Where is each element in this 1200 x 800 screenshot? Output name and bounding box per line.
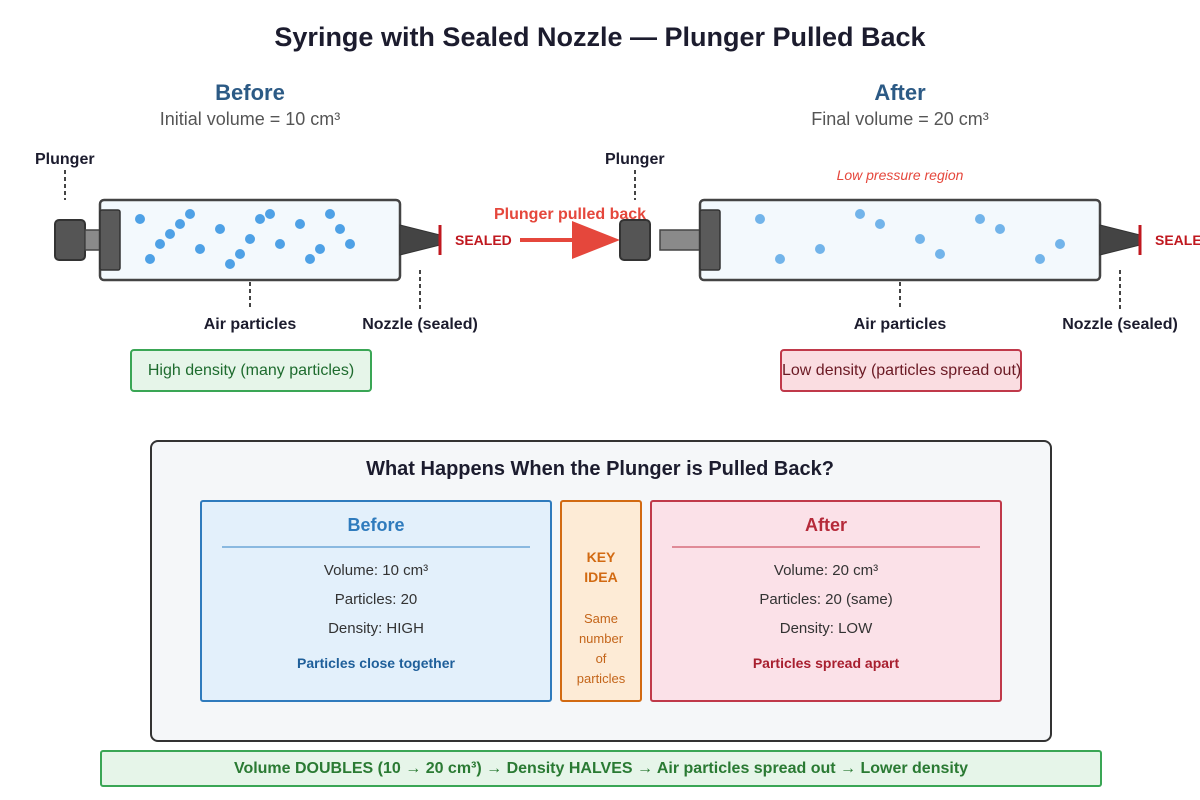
summary-after-density: Density: LOW xyxy=(779,620,873,637)
after-nozzle xyxy=(1099,224,1141,256)
key-idea-line1: Same xyxy=(584,611,618,626)
key-idea-line4: particles xyxy=(576,671,626,686)
key-idea-text: Same number of particles xyxy=(562,609,640,689)
air-particle xyxy=(995,224,1005,234)
before-sealed-label: SEALED xyxy=(455,232,512,248)
summary-after-card: After Volume: 20 cm³ Particles: 20 (same… xyxy=(650,500,1002,702)
before-nozzle xyxy=(399,224,441,256)
air-particle xyxy=(315,244,325,254)
air-particle xyxy=(295,219,305,229)
summary-after-note: Particles spread apart xyxy=(752,655,900,671)
after-heading: After xyxy=(874,80,926,105)
transition-arrow xyxy=(520,221,620,259)
low-pressure-label: Low pressure region xyxy=(836,167,964,183)
before-syringe xyxy=(54,170,442,310)
air-particle xyxy=(215,224,225,234)
before-air-label: Air particles xyxy=(203,316,297,333)
summary-after-divider xyxy=(672,546,980,548)
before-subtitle: Initial volume = 10 cm³ xyxy=(159,109,341,129)
before-particle-group xyxy=(135,209,355,269)
arrow-head xyxy=(572,221,620,259)
after-plunger-rod xyxy=(659,229,706,251)
air-particle xyxy=(165,229,175,239)
low-density-box: Low density (particles spread out) xyxy=(780,349,1022,392)
before-nozzle-label: Nozzle (sealed) xyxy=(362,316,478,333)
summary-after-particles: Particles: 20 (same) xyxy=(759,591,893,608)
air-particle xyxy=(935,249,945,259)
key-idea-line2: number xyxy=(578,631,624,646)
key-idea-line3: of xyxy=(595,651,607,666)
air-particle xyxy=(975,214,985,224)
air-particle xyxy=(255,214,265,224)
air-particle xyxy=(815,244,825,254)
air-particle xyxy=(875,219,885,229)
after-plunger-head xyxy=(699,209,721,271)
conclusion-banner: Volume DOUBLES (10 → 20 cm³) → Density H… xyxy=(100,750,1102,787)
syringe-diagram xyxy=(54,170,1142,310)
air-particle xyxy=(135,214,145,224)
air-particle xyxy=(245,234,255,244)
summary-after-volume: Volume: 20 cm³ xyxy=(773,562,879,579)
summary-before-heading: Before xyxy=(347,515,405,535)
after-plunger-label: Plunger xyxy=(605,151,665,168)
air-particle xyxy=(1055,239,1065,249)
air-particle xyxy=(305,254,315,264)
air-particle xyxy=(335,224,345,234)
air-particle xyxy=(145,254,155,264)
air-particle xyxy=(755,214,765,224)
air-particle xyxy=(275,239,285,249)
transition-arrow-label: Plunger pulled back xyxy=(494,206,647,223)
summary-before-particles: Particles: 20 xyxy=(334,591,418,608)
air-particle xyxy=(195,244,205,254)
after-barrel xyxy=(698,198,1102,282)
after-particle-group xyxy=(755,209,1065,264)
high-density-box: High density (many particles) xyxy=(130,349,372,392)
key-idea-card: KEY IDEA Same number of particles xyxy=(560,500,642,702)
before-plunger-label: Plunger xyxy=(35,151,95,168)
key-idea-heading-line1: KEY xyxy=(586,549,616,565)
before-heading: Before xyxy=(215,80,285,105)
before-plunger-head xyxy=(99,209,121,271)
summary-title: What Happens When the Plunger is Pulled … xyxy=(366,458,834,480)
air-particle xyxy=(325,209,335,219)
air-particle xyxy=(235,249,245,259)
air-particle xyxy=(775,254,785,264)
key-idea-heading: KEY IDEA xyxy=(562,547,640,587)
air-particle xyxy=(175,219,185,229)
air-particle xyxy=(265,209,275,219)
summary-before-volume: Volume: 10 cm³ xyxy=(323,562,429,579)
air-particle xyxy=(185,209,195,219)
air-particle xyxy=(155,239,165,249)
summary-after-heading: After xyxy=(804,515,847,535)
air-particle xyxy=(345,239,355,249)
after-nozzle-label: Nozzle (sealed) xyxy=(1062,316,1178,333)
air-particle xyxy=(855,209,865,219)
after-air-label: Air particles xyxy=(853,316,947,333)
page-title: Syringe with Sealed Nozzle — Plunger Pul… xyxy=(274,22,926,52)
key-idea-heading-line2: IDEA xyxy=(584,569,618,585)
summary-before-note: Particles close together xyxy=(297,655,455,671)
after-sealed-label: SEALED xyxy=(1155,232,1200,248)
after-syringe xyxy=(619,170,1142,310)
air-particle xyxy=(225,259,235,269)
summary-before-card: Before Volume: 10 cm³ Particles: 20 Dens… xyxy=(200,500,552,702)
after-plunger-thumb xyxy=(619,219,651,261)
after-subtitle: Final volume = 20 cm³ xyxy=(811,109,989,129)
air-particle xyxy=(1035,254,1045,264)
summary-before-divider xyxy=(222,546,530,548)
air-particle xyxy=(915,234,925,244)
summary-before-density: Density: HIGH xyxy=(328,620,424,637)
before-plunger-thumb xyxy=(54,219,86,261)
